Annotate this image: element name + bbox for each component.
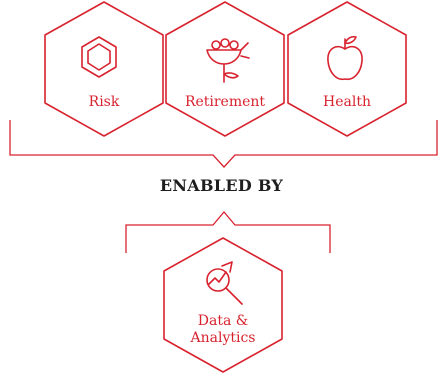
pillar-label-retirement: Retirement bbox=[184, 94, 266, 110]
pillar-label-risk: Risk bbox=[88, 94, 120, 110]
money-plant-icon bbox=[206, 38, 250, 83]
pillar-label-health: Health bbox=[323, 94, 371, 110]
pillar-hexagon-risk bbox=[44, 1, 164, 137]
enabler-label-line1: Data & bbox=[197, 313, 249, 329]
enabler-hexagon bbox=[163, 237, 283, 373]
pillar-hexagon-retirement bbox=[165, 1, 285, 137]
enabled-by-heading: ENABLED BY bbox=[159, 176, 284, 195]
pillar-hexagon-health bbox=[287, 1, 407, 137]
benzene-hexagon-icon bbox=[81, 36, 117, 78]
enabler-label-line2: Analytics bbox=[190, 330, 256, 346]
apple-icon bbox=[327, 35, 363, 81]
enabler-bracket bbox=[125, 210, 331, 253]
pillars-bracket bbox=[9, 120, 438, 168]
magnifier-chart-icon bbox=[206, 261, 243, 305]
